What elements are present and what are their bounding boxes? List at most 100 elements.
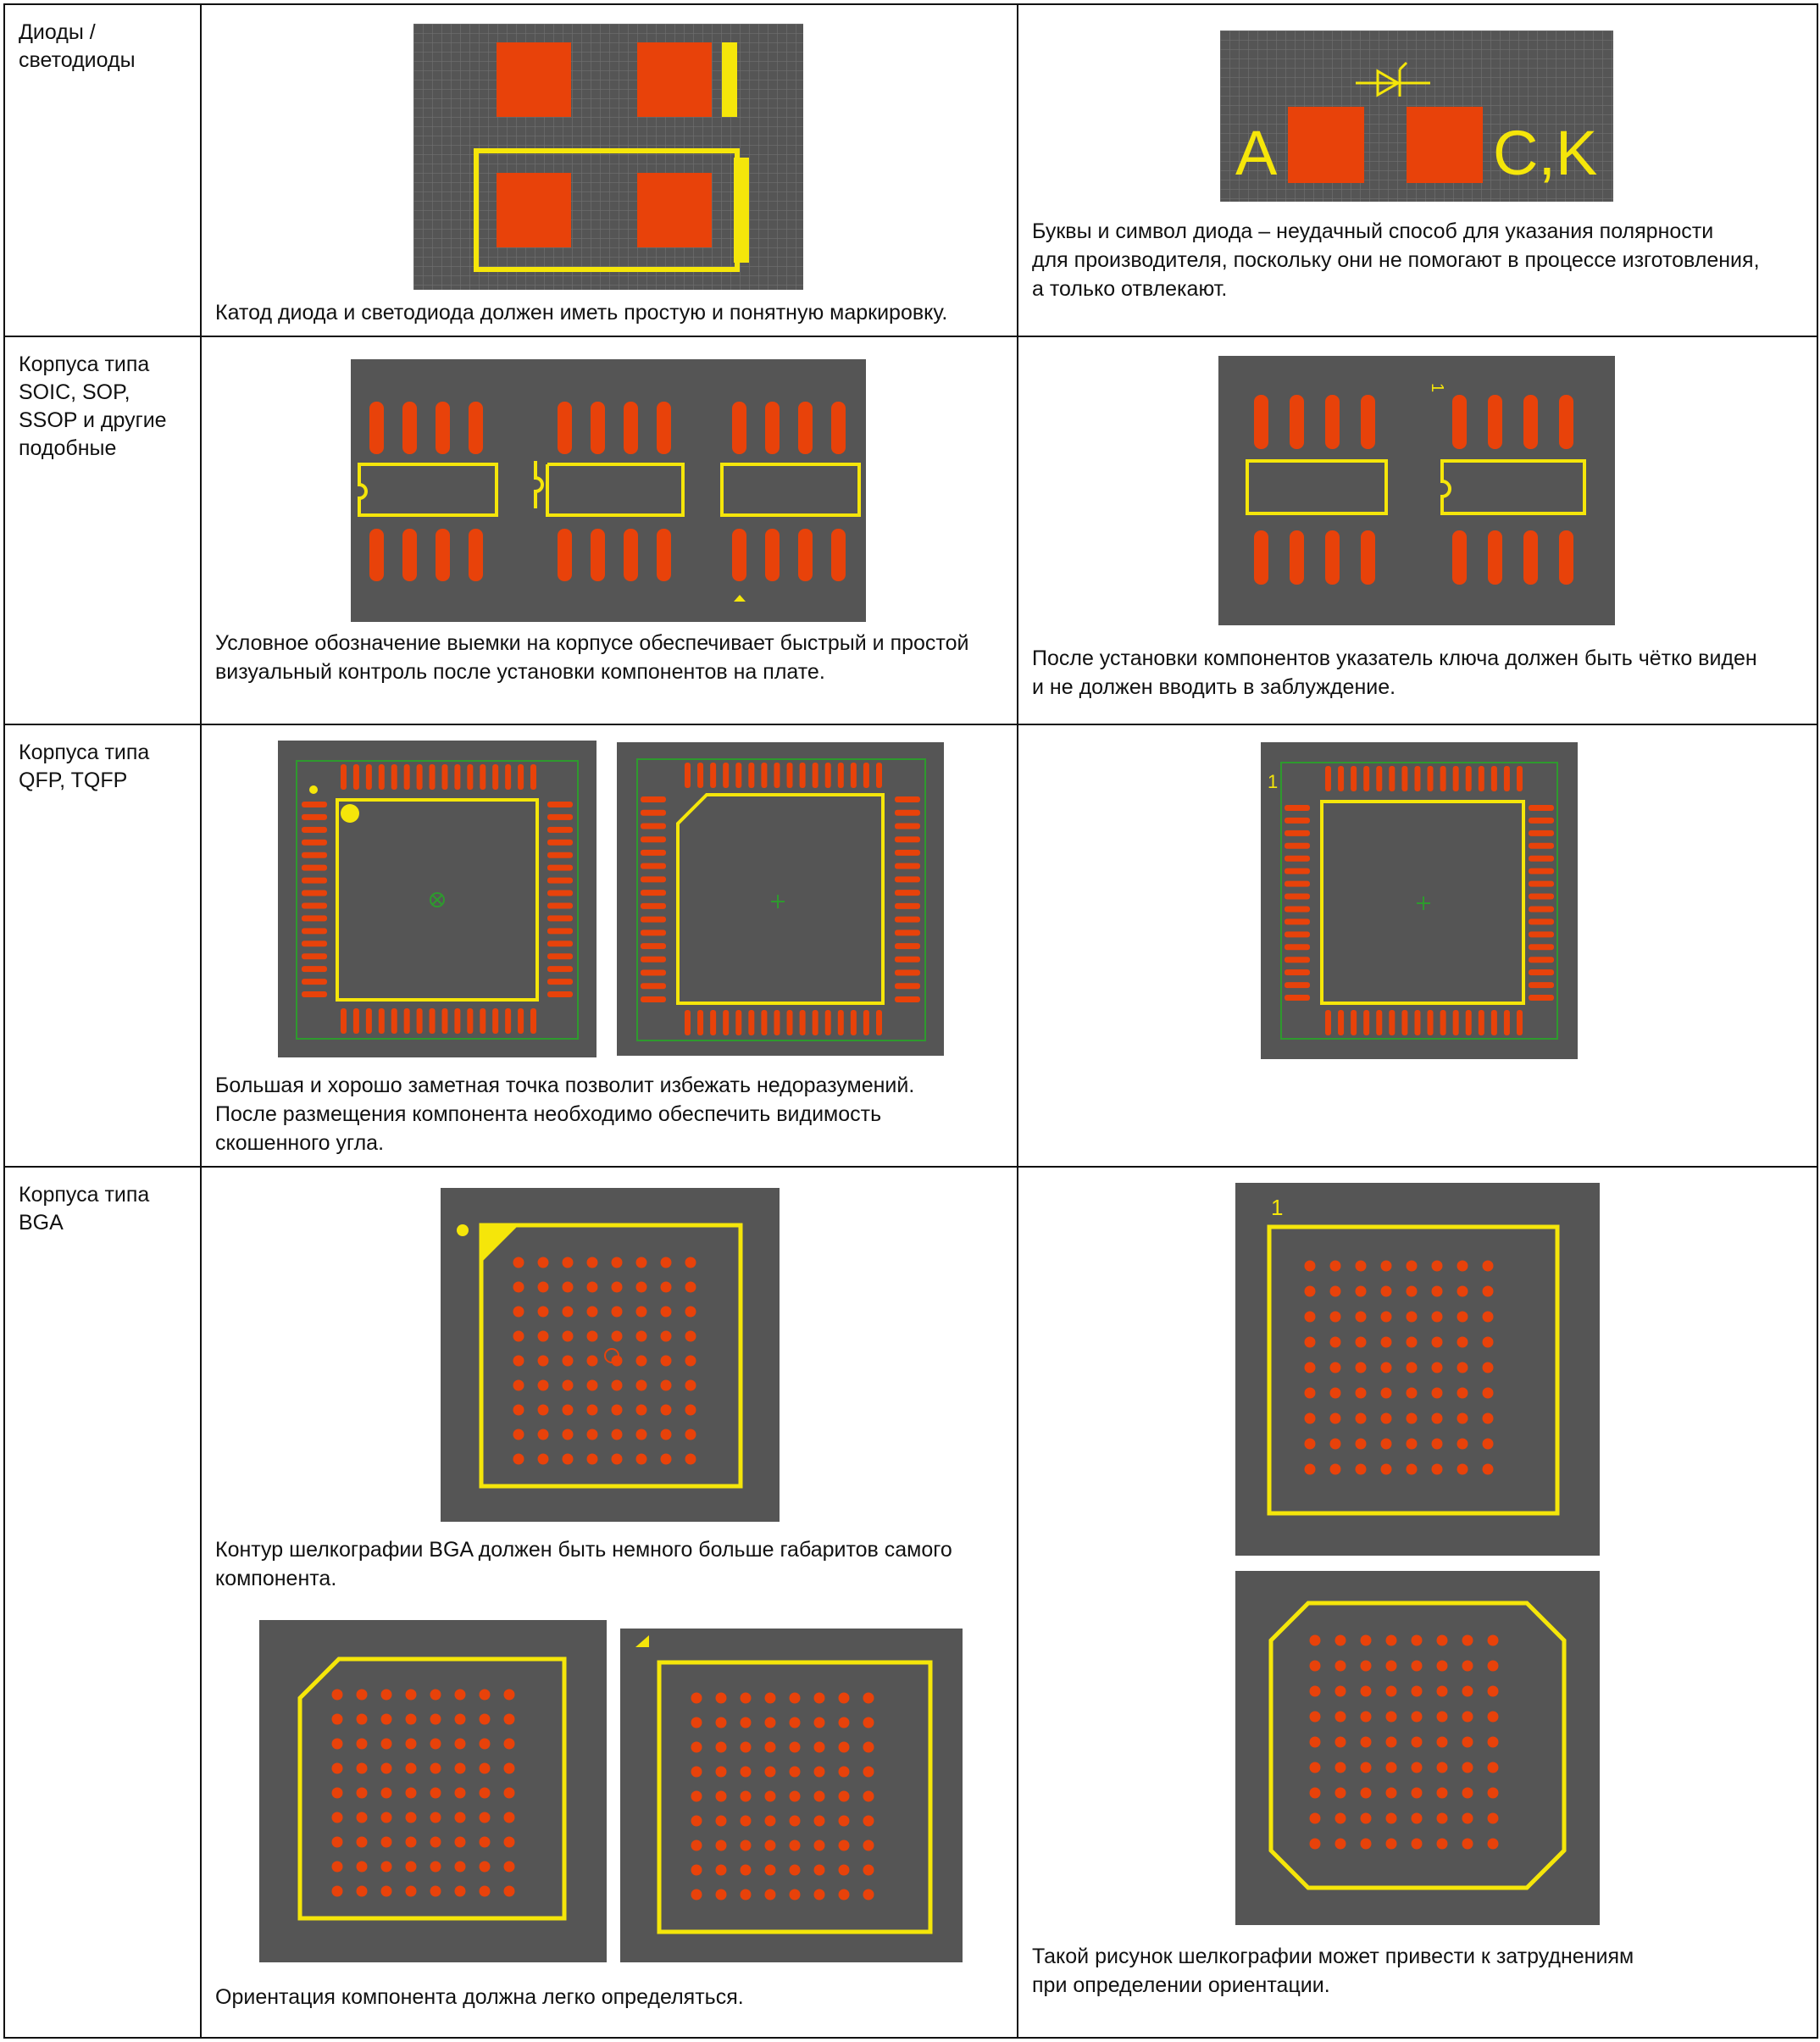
bga-ball (380, 1762, 392, 1774)
pad (341, 1008, 347, 1034)
bga-ball (1360, 1838, 1372, 1850)
bga-ball (863, 1815, 874, 1827)
bga-ball (1380, 1285, 1392, 1297)
bga-ball (1385, 1787, 1397, 1799)
bga-ball (380, 1787, 392, 1799)
bga-ball (764, 1790, 776, 1802)
bga-ball (813, 1717, 825, 1728)
pad (1288, 107, 1364, 183)
bga-ball (430, 1861, 441, 1873)
pad (1351, 1010, 1357, 1035)
pad (1529, 868, 1554, 874)
bga-ball (740, 1864, 752, 1876)
bga-ball (562, 1257, 574, 1268)
good-example-cell: Контур шелкографии BGA должен быть немно… (200, 1166, 1018, 2039)
courtyard-outline (1280, 762, 1558, 1040)
bga-ball (1431, 1412, 1443, 1424)
pad (429, 764, 436, 790)
bga-ball (1487, 1634, 1499, 1646)
pad (302, 877, 327, 884)
pad (637, 173, 712, 247)
bga-ball (503, 1861, 515, 1873)
bga-ball (380, 1689, 392, 1701)
pad (547, 877, 573, 884)
pad (1389, 1010, 1396, 1035)
bga-ball (1462, 1634, 1473, 1646)
pad (895, 836, 920, 843)
bga-ball (660, 1355, 672, 1367)
bga-ball (562, 1281, 574, 1293)
bga-ball (1385, 1736, 1397, 1748)
bga-ball (1309, 1812, 1321, 1824)
bga-ball (513, 1379, 524, 1391)
bga-ball (715, 1839, 727, 1851)
bga-ball (1309, 1685, 1321, 1697)
bga-ball (1380, 1412, 1392, 1424)
bga-ball (1309, 1787, 1321, 1799)
bga-ball (454, 1787, 466, 1799)
bga-ball (331, 1762, 343, 1774)
pad (547, 953, 573, 960)
bga-ball (635, 1257, 647, 1268)
pad (895, 929, 920, 936)
bga-ball (1482, 1412, 1494, 1424)
pin1-label: 1 (1271, 1195, 1283, 1220)
pad (1517, 1010, 1523, 1035)
pad (641, 890, 666, 896)
pad (748, 763, 755, 788)
bga-ball (454, 1861, 466, 1873)
bga-ball (740, 1717, 752, 1728)
bga-ball (1334, 1660, 1346, 1672)
bga-ball (635, 1330, 647, 1342)
bga-ball (863, 1790, 874, 1802)
bga-ball (660, 1306, 672, 1318)
bga-ball (1436, 1838, 1448, 1850)
bga-ball (1380, 1463, 1392, 1475)
bga-ball (1482, 1438, 1494, 1450)
bga-ball (863, 1692, 874, 1704)
bga-good-pcb-1 (441, 1188, 780, 1522)
diode-good-figure (413, 24, 803, 290)
bga-ball (691, 1692, 702, 1704)
bga-ball (503, 1762, 515, 1774)
pad (547, 802, 573, 807)
bga-ball (405, 1689, 417, 1701)
qfp-pads-left (302, 802, 327, 997)
pad (637, 42, 712, 117)
pad (302, 941, 327, 947)
pad (824, 1010, 831, 1035)
bga-ball (685, 1404, 696, 1416)
bga-ball (789, 1717, 801, 1728)
bga-ball (1309, 1736, 1321, 1748)
bga-ball (503, 1787, 515, 1799)
bga-ball (685, 1355, 696, 1367)
bga-ball (331, 1713, 343, 1725)
bga-ball (1487, 1838, 1499, 1850)
bga-ball (1436, 1812, 1448, 1824)
bga-ball (1334, 1634, 1346, 1646)
bga-ball (503, 1812, 515, 1823)
pad (518, 1008, 524, 1034)
pad (302, 890, 327, 896)
bga-ball (513, 1404, 524, 1416)
pad (641, 863, 666, 869)
bga-ball (1334, 1685, 1346, 1697)
bga-dot-figure (441, 1188, 780, 1522)
pin1-corner-triangle-icon (481, 1225, 519, 1262)
bga-ball (1355, 1260, 1367, 1272)
bga-ball (1411, 1812, 1423, 1824)
bga-ball (685, 1306, 696, 1318)
bga-ball (562, 1429, 574, 1440)
bga-ball (1406, 1285, 1418, 1297)
pad (895, 849, 920, 856)
pad (697, 1010, 704, 1035)
bga-ball (1457, 1362, 1468, 1373)
pad (774, 763, 780, 788)
bga-ball (405, 1861, 417, 1873)
bga-ball (331, 1787, 343, 1799)
bga-ball (1431, 1285, 1443, 1297)
bga-ball (863, 1839, 874, 1851)
bga-ball (1457, 1463, 1468, 1475)
pad (1285, 817, 1310, 824)
bga-ball (331, 1689, 343, 1701)
